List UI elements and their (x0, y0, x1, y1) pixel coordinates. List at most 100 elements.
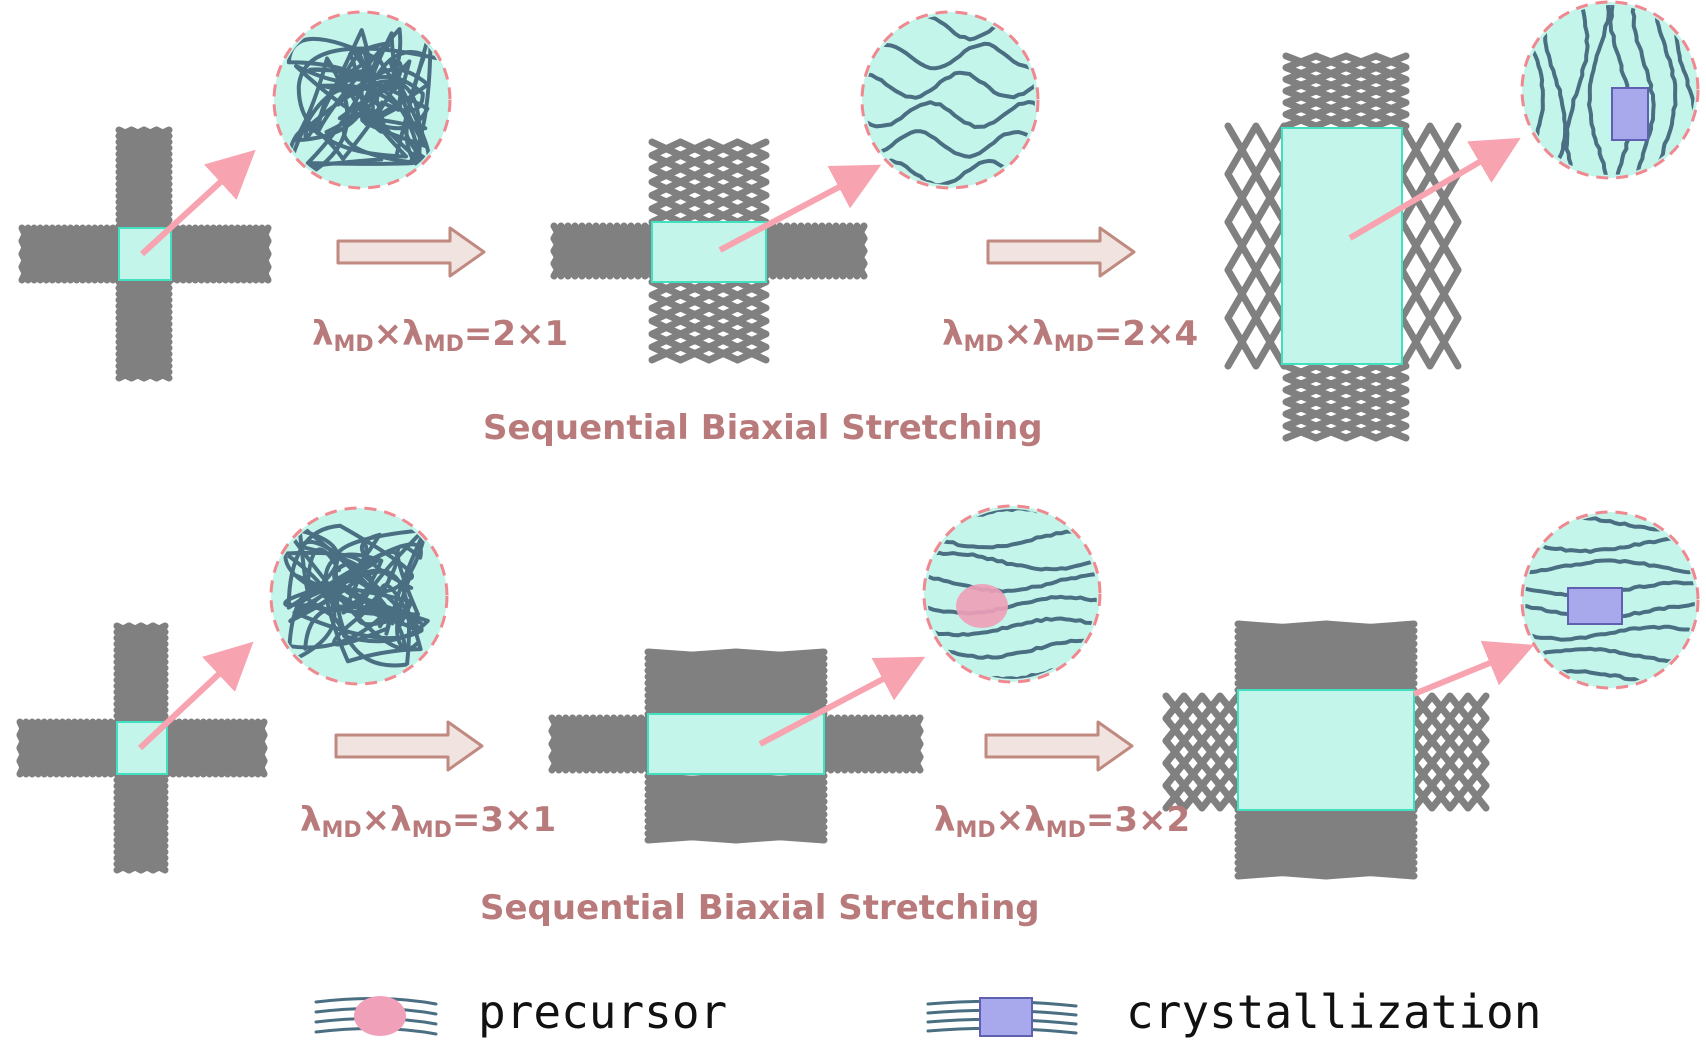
clip-zigzag-line (1398, 314, 1462, 370)
clip-left-r2s2 (548, 714, 652, 774)
clip-top-r2s1 (113, 622, 169, 726)
polymer-chain (927, 594, 1097, 616)
clip-zigzag-line (677, 278, 713, 364)
clip-bottom-r2s1 (113, 770, 169, 874)
clip-bottom-r1s3 (1282, 362, 1410, 442)
clip-zigzag-line (550, 260, 656, 280)
clip-left-r1s3 (1224, 122, 1288, 370)
clip-zigzag-line (548, 727, 652, 748)
clip-zigzag-line (1224, 314, 1288, 370)
clip-zigzag-line (1282, 52, 1320, 130)
clip-zigzag-line (1224, 266, 1288, 322)
clip-zigzag-line (1162, 692, 1242, 722)
clip-top-r1s2 (648, 138, 770, 226)
clip-zigzag-line (820, 714, 924, 735)
clip-bottom-r1s1 (115, 278, 173, 382)
clip-right-r2s3 (1410, 692, 1490, 812)
clip-zigzag-line (548, 753, 652, 774)
clip-left-r1s1 (18, 224, 123, 284)
clip-right-r1s2 (762, 222, 868, 280)
clip-top-r1s1 (115, 126, 173, 230)
clip-zigzag-line (550, 222, 656, 242)
clip-zigzag-line (1410, 759, 1490, 790)
clip-zigzag-line (550, 235, 656, 255)
clip-zigzag-line (762, 247, 868, 267)
clip-zigzag-line (1410, 782, 1490, 812)
row2-title: Sequential Biaxial Stretching (480, 888, 1040, 928)
clip-zigzag-line (734, 278, 770, 364)
step-arrow-r1b (986, 226, 1136, 278)
clip-zigzag-line (820, 740, 924, 761)
clip-zigzag-line (1398, 218, 1462, 274)
clip-zigzag-line (644, 772, 740, 844)
clip-zigzag-line (1162, 759, 1242, 790)
clip-zigzag-line (1372, 52, 1410, 130)
subscript-md: MD (423, 332, 464, 357)
legend-crystallization-icon (926, 997, 1078, 1037)
clip-zigzag-line (167, 263, 272, 284)
polymer-chain (1525, 624, 1695, 642)
clip-zigzag-line (1398, 266, 1462, 322)
polymer-chain (1587, 5, 1611, 175)
clip-zigzag-line (16, 757, 121, 778)
clip-zigzag-line (1224, 218, 1288, 274)
polymer-chain (1652, 5, 1678, 175)
lambda-symbol: λ (300, 800, 322, 840)
clip-zigzag-line (820, 727, 924, 748)
clip-zigzag-line (1224, 170, 1288, 226)
clip-zigzag-line (1410, 782, 1490, 812)
clip-zigzag-line (1410, 737, 1490, 767)
clip-zigzag-line (648, 138, 684, 226)
clip-zigzag-line (648, 278, 684, 364)
zoom-crystal-r1s3 (1520, 0, 1700, 180)
subscript-md: MD (1053, 332, 1094, 357)
clip-bottom-r2s3 (1234, 806, 1418, 880)
zoom-circle (922, 504, 1102, 684)
clip-zigzag-line (149, 622, 169, 726)
subscript-md: MD (411, 818, 452, 843)
clip-zigzag-line (1410, 692, 1490, 722)
clip-zigzag-line (548, 714, 652, 735)
clip-right-r1s1 (167, 224, 272, 284)
film-r1s2 (651, 221, 767, 283)
times-sign: × (373, 314, 403, 354)
clip-zigzag-line (677, 138, 713, 226)
polymer-chain (865, 129, 1035, 159)
pointer-arrow-r1s3 (1348, 137, 1521, 241)
clip-zigzag-line (1398, 122, 1462, 178)
clip-zigzag-line (1224, 170, 1288, 226)
clip-zigzag-line (1162, 714, 1242, 745)
clip-zigzag-line (1224, 122, 1288, 178)
clip-zigzag-line (762, 222, 868, 242)
ratio-label-row1-step1: λMD×λMD=2×1 (312, 314, 568, 357)
polymer-chain (865, 100, 1035, 129)
clip-zigzag-line (548, 740, 652, 761)
clip-zigzag-line (1342, 362, 1380, 442)
subscript-md: MD (1045, 818, 1086, 843)
ratio-label-row2-step2: λMD×λMD=3×2 (934, 800, 1190, 843)
polymer-chain (927, 616, 1097, 638)
lambda-symbol: λ (312, 314, 334, 354)
polymer-chain (927, 550, 1097, 572)
legend-crystallization-label: crystallization (1126, 985, 1542, 1039)
zoom-crystal-r2s3 (1520, 510, 1700, 690)
clip-zigzag-line (1224, 218, 1288, 274)
ratio-value: =2×4 (1093, 314, 1199, 354)
clip-zigzag-line (734, 138, 770, 226)
clip-left-r2s1 (16, 718, 121, 778)
polymer-chain (1630, 5, 1656, 175)
pointer-arrow-r2s3 (1412, 640, 1535, 697)
clip-zigzag-line (705, 138, 741, 226)
pointer-arrow-r1s1 (139, 149, 256, 257)
polymer-chain (1525, 558, 1695, 576)
clip-right-r2s1 (163, 718, 268, 778)
clip-bottom-r1s2 (648, 278, 770, 364)
lambda-symbol: λ (1032, 314, 1054, 354)
clip-zigzag-line (1398, 314, 1462, 370)
clip-top-r1s3 (1282, 52, 1410, 130)
clip-zigzag-line (762, 260, 868, 280)
polymer-chain (927, 572, 1097, 594)
subscript-md: MD (963, 332, 1004, 357)
film-r2s3 (1237, 689, 1415, 811)
